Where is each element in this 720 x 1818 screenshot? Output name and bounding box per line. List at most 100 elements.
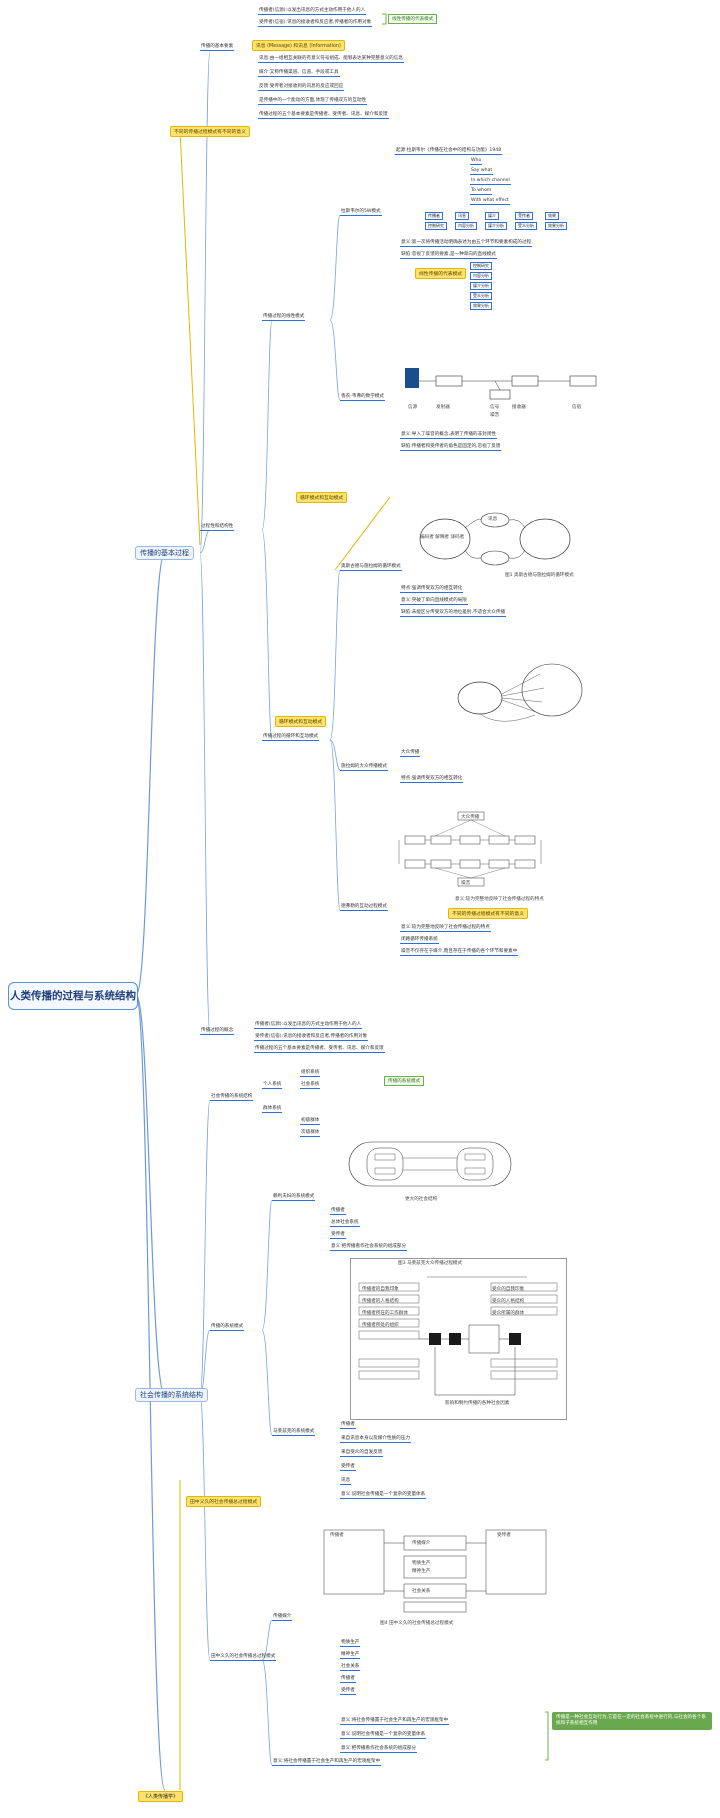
m-right-1: 受众的自我印象 — [492, 1287, 525, 1292]
schramm-title[interactable]: 施拉姆的大众传播模式 — [340, 764, 388, 771]
shannon-flaw[interactable]: 缺陷:传播者和受传者的角色是固定的,忽视了反馈 — [400, 444, 502, 451]
defleur-noise-note[interactable]: 噪音不仅存在于媒介,而且存在于传播的各个环节和要素中 — [400, 949, 519, 956]
schramm-feature[interactable]: 特点:强调传受双方的相互转化 — [400, 776, 464, 783]
riley-meaning[interactable]: 意义:把传播看作社会系统的组成部分 — [330, 1244, 408, 1251]
system-item-org[interactable]: 组织系统 — [300, 1070, 321, 1077]
tanaka-item-1[interactable]: 物质生产 — [340, 1640, 361, 1647]
riley-title[interactable]: 赖利夫妇的系统模式 — [272, 1194, 316, 1201]
concept-def-node[interactable]: 传播过程的概念 — [200, 1028, 235, 1035]
osgood-significance[interactable]: 意义:突破了单向直线模式的局限 — [400, 598, 468, 605]
sw-signal: 信号 — [490, 405, 500, 410]
element-sender[interactable]: 传播者(信源):以发出讯息的方式主动作用于他人的人 — [258, 8, 367, 15]
tanaka-item-2[interactable]: 精神生产 — [340, 1652, 361, 1659]
shannon-significance[interactable]: 意义:导入了噪音的概念,表明了传播的非封闭性 — [400, 432, 497, 439]
sw-receiver: 接收器 — [512, 405, 526, 410]
osgood-flaw[interactable]: 缺陷:未能区分传受双方的地位差别,不适合大众传播 — [400, 610, 507, 617]
concept-item-1[interactable]: 传播者(信源):以发出讯息的方式主动作用于他人的人 — [254, 1022, 363, 1029]
sw-transmitter: 发射器 — [436, 405, 450, 410]
tanaka-bottom: 社会关系 — [412, 1589, 431, 1594]
lasswell-title[interactable]: 拉斯韦尔的5W模式 — [340, 209, 382, 216]
osgood-feature[interactable]: 特点:强调传受双方的相互转化 — [400, 586, 464, 593]
defleur-noise: 噪音 — [461, 881, 471, 886]
lasswell-origin[interactable]: 起源:拉斯韦尔《传播在社会中的结构与功能》1948 — [395, 148, 503, 155]
tanaka-node[interactable]: 传播媒介 — [272, 1614, 293, 1621]
tanaka-meaning-2[interactable]: 意义:说明社会传播是一个复杂的变量体系 — [340, 1732, 427, 1739]
yellow-linear-models: 线性传播的代表模式 — [415, 268, 467, 279]
tanaka-item-5[interactable]: 受传者 — [340, 1688, 356, 1695]
tanaka-caption: 图4 田中义久的社会传播总过程模式 — [380, 1621, 454, 1626]
lasswell-stack-1: 控制研究 — [470, 262, 492, 270]
defleur-meaning[interactable]: 意义:较为完整地反映了社会传播过程的特点 — [400, 925, 491, 932]
lasswell-significance[interactable]: 意义:第一次将传播活动明确表述为由五个环节和要素构成的过程 — [400, 240, 533, 247]
m-right-2: 受众的人格结构 — [492, 1299, 525, 1304]
osgood-msg-top: 讯息 — [488, 517, 498, 522]
cyclic-node[interactable]: 传播过程的循环和互动模式 — [262, 734, 320, 741]
riley-item-3[interactable]: 受传者 — [330, 1232, 346, 1239]
tanaka-title[interactable]: 田中义久的社会传播总过程模式 — [210, 1654, 277, 1661]
maletzke-item-5[interactable]: 讯息 — [340, 1478, 352, 1485]
green-tag-linear: 线性传播的代表模式 — [388, 14, 438, 24]
model-node[interactable]: 过程性和结构性 — [200, 524, 235, 531]
element-medium[interactable]: 媒介:又称传播渠道、信道、手段或工具 — [258, 70, 340, 77]
system-primary[interactable]: 初级群体 — [300, 1118, 321, 1125]
element-message[interactable]: 讯息 (Message) 和讯息 (Information) — [252, 40, 345, 51]
tanaka-mid-1: 物质生产 — [412, 1561, 431, 1566]
element-feedback-note[interactable]: 是传播中的一个能动的方面,体现了传播双方的互动性 — [258, 98, 368, 105]
riley-item-1[interactable]: 传播者 — [330, 1208, 346, 1215]
maletzke-item-3[interactable]: 来自受众的自发反馈 — [340, 1450, 384, 1457]
defleur-title[interactable]: 德弗勒的互动过程模式 — [340, 904, 388, 911]
maletzke-meaning[interactable]: 意义:说明社会传播是一个复杂的变量体系 — [340, 1492, 427, 1499]
riley-item-2[interactable]: 总体社会系统 — [330, 1220, 360, 1227]
five-w-effect: With what effect — [470, 198, 510, 205]
maletzke-item-1[interactable]: 传播者 — [340, 1422, 356, 1429]
lasswell-stack-3: 媒介分析 — [470, 282, 492, 290]
lw-box-audience: 受众分析 — [515, 222, 537, 230]
tanaka-figure — [320, 1526, 550, 1616]
tanaka-meaning-1[interactable]: 意义:将社会传播置于社会生产和再生产的宏观框架中 — [340, 1718, 450, 1725]
branch-process[interactable]: 传播的基本过程 — [135, 546, 194, 560]
tanaka-item-3[interactable]: 社会关系 — [340, 1664, 361, 1671]
system-item-society[interactable]: 社会系统 — [300, 1082, 321, 1089]
osgood-title[interactable]: 奥斯古德与施拉姆的循环模式 — [340, 564, 402, 571]
defleur-closed[interactable]: 闭路循环传播系统 — [400, 937, 439, 944]
edge-system — [135, 994, 166, 1396]
lasswell-flaw[interactable]: 缺陷:忽视了反馈的要素,是一种单向的直线模式 — [400, 252, 497, 259]
five-w-channel: In which channel — [470, 178, 511, 185]
shannon-figure — [400, 362, 630, 402]
m-left-2: 传播者的人格结构 — [362, 1299, 399, 1304]
schramm-node[interactable]: 大众传播 — [400, 750, 421, 757]
element-receiver[interactable]: 受传者(信宿):讯息的接收者和反应者,传播者的作用对象 — [258, 20, 373, 27]
bottom-note: 《人类传播学》 — [138, 1791, 184, 1802]
defleur-caption: 意义:较为完整地反映了社会传播过程的特点 — [455, 897, 544, 902]
system-item-individual[interactable]: 个人系统 — [262, 1082, 283, 1089]
element-message-def[interactable]: 讯息:由一组相互关联的有意义符号组成、能够表达某种完整意义的信息 — [258, 56, 404, 63]
linear-node[interactable]: 传播过程的线性模式 — [262, 314, 306, 321]
maletzke-title[interactable]: 马莱兹克的系统模式 — [272, 1429, 316, 1436]
maletzke-item-2[interactable]: 来自讯息本身以及媒介性质的压力 — [340, 1436, 411, 1443]
tanaka-item-4[interactable]: 传播者 — [340, 1676, 356, 1683]
element-summary[interactable]: 传播过程的五个基本要素是传播者、受传者、讯息、媒介和反馈 — [258, 112, 389, 119]
tanaka-meaning-3[interactable]: 意义:把传播看作社会系统的组成部分 — [340, 1746, 418, 1753]
maletzke-item-4[interactable]: 受传者 — [340, 1464, 356, 1471]
lw-box-sender: 传播者 — [425, 212, 443, 220]
system-item-group[interactable]: 群体系统 — [262, 1106, 283, 1113]
m-bottom: 影响和制约传播的各种社会因素 — [445, 1401, 510, 1406]
lasswell-stack-2: 内容分析 — [470, 272, 492, 280]
yellow-defleur: 不同的传播过程模式有不同的意义 — [448, 908, 528, 919]
system-models[interactable]: 传播的系统模式 — [210, 1324, 245, 1331]
root-title[interactable]: 人类传播的过程与系统结构 — [8, 982, 138, 1010]
branch-system[interactable]: 社会传播的系统结构 — [135, 1388, 208, 1402]
tanaka-right: 受传者 — [497, 1533, 511, 1538]
concept-node[interactable]: 传播的基本要素 — [200, 44, 235, 51]
m-left-4: 传播者所处的组织 — [362, 1323, 399, 1328]
lasswell-stack-5: 效果分析 — [470, 302, 492, 310]
tanaka-meaning-node[interactable]: 意义:将社会传播置于社会生产和再生产的宏观框架中 — [272, 1759, 382, 1766]
element-feedback[interactable]: 反馈:受传者对接收到的讯息的反应或回应 — [258, 84, 345, 91]
concept-item-3[interactable]: 传播过程的五个基本要素是传播者、受传者、讯息、媒介和反馈 — [254, 1046, 385, 1053]
system-micro[interactable]: 社会传播的系统结构 — [210, 1094, 254, 1101]
shannon-title[interactable]: 香农-韦弗的数学模式 — [340, 394, 386, 401]
m-left-3: 传播者所在的工作群体 — [362, 1311, 408, 1316]
system-secondary[interactable]: 次级群体 — [300, 1130, 321, 1137]
concept-item-2[interactable]: 受传者(信宿):讯息的接收者和反应者,传播者的作用对象 — [254, 1034, 369, 1041]
lw-box-effect: 效果 — [545, 212, 559, 220]
